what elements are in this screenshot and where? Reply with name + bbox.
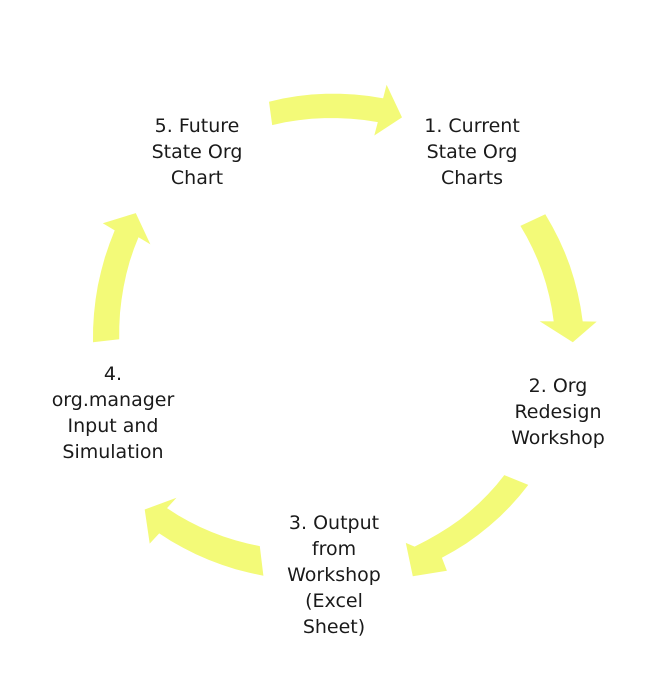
arrow-step3-to-step4: [144, 497, 264, 576]
cycle-arrows: [93, 84, 597, 577]
step-1-current-state-org-charts: 1. Current State Org Charts: [424, 115, 520, 189]
arrow-step2-to-step3: [405, 475, 529, 577]
arrow-step5-to-step1: [269, 84, 402, 136]
step-5-future-state-org-chart: 5. Future State Org Chart: [151, 115, 243, 189]
arrow-step4-to-step5: [93, 213, 151, 343]
step-3-output-from-workshop: 3. Output from Workshop (Excel Sheet): [287, 512, 381, 638]
step-2-org-redesign-workshop: 2. Org Redesign Workshop: [511, 375, 605, 449]
arrow-step1-to-step2: [520, 214, 597, 343]
step-4-org-manager-input-and-simulation: 4. org.manager Input and Simulation: [51, 363, 175, 463]
